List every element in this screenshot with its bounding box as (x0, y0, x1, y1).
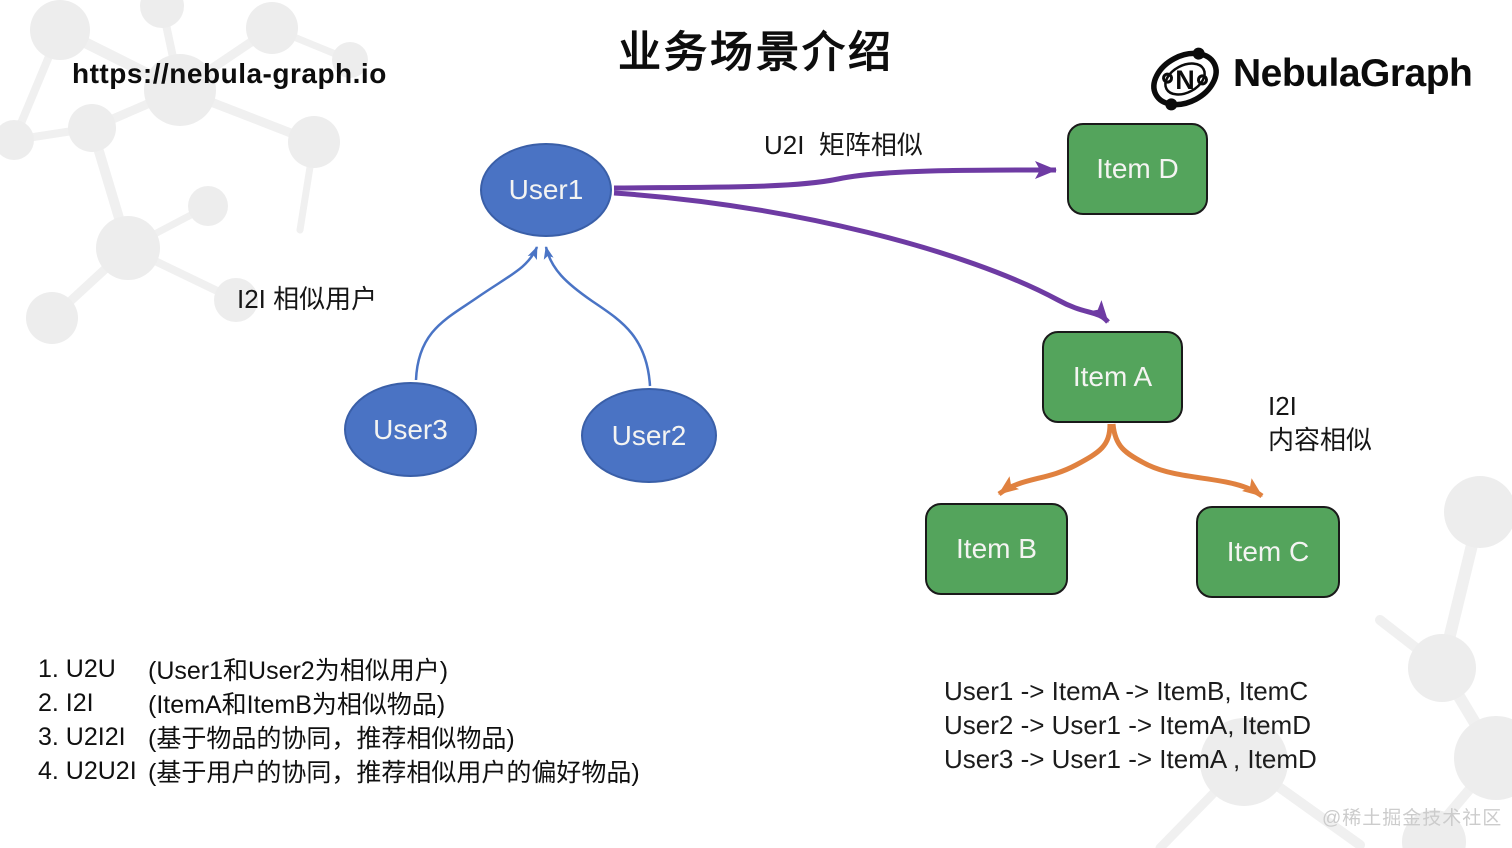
note-desc: (User1和User2为相似用户) (148, 657, 449, 685)
edge-label-i2i-item: I2I 内容相似 (1268, 389, 1372, 457)
note-item-1: 1. U2U (User1和User2为相似用户) (38, 652, 640, 686)
path-line-2: User2 -> User1 -> ItemA, ItemD (944, 710, 1311, 740)
nebulagraph-logo-icon: N (1146, 40, 1224, 118)
edge-user1-itemA (613, 190, 1110, 324)
edge-label-u2i: U2I 矩阵相似 (764, 130, 923, 160)
node-label: User1 (508, 174, 584, 205)
note-desc: (ItemA和ItemB为相似物品) (148, 691, 446, 719)
node-item-d: Item D (1067, 123, 1208, 215)
node-label: Item D (1096, 153, 1179, 184)
note-desc: (基于物品的协同，推荐相似物品) (148, 725, 515, 753)
edge-user3-user1 (414, 246, 539, 381)
logo-letter-n: N (1175, 65, 1195, 95)
note-item-2: 2. I2I (ItemA和ItemB为相似物品) (38, 686, 640, 720)
note-key: 2. I2I (38, 688, 94, 717)
edge-label-i2i-item-line2: 内容相似 (1268, 425, 1373, 455)
molecule-cluster-bottom-right (1155, 476, 1512, 848)
page-title: 业务场景介绍 (618, 29, 894, 77)
note-item-3: 3. U2I2I (基于物品的协同，推荐相似物品) (38, 720, 640, 754)
edge-label-i2i-user: I2I 相似用户 (237, 284, 378, 314)
node-label: User2 (611, 419, 687, 451)
recommendation-paths: User1 -> ItemA -> ItemB, ItemC User2 -> … (944, 674, 1317, 776)
note-desc: (基于用户的协同，推荐相似用户的偏好物品) (148, 759, 640, 787)
watermark: @稀土掘金技术社区 (1322, 808, 1503, 829)
path-line-3: User3 -> User1 -> ItemA , ItemD (944, 744, 1317, 774)
node-user2: User2 (581, 388, 717, 483)
node-user3: User3 (344, 382, 477, 477)
note-key: 4. U2U2I (38, 756, 137, 785)
edge-itemA-itemB (997, 423, 1113, 497)
node-item-b: Item B (925, 503, 1068, 595)
edge-user1-itemD (613, 161, 1057, 191)
note-item-4: 4. U2U2I (基于用户的协同，推荐相似用户的偏好物品) (38, 754, 640, 788)
path-line-1: User1 -> ItemA -> ItemB, ItemC (944, 676, 1309, 706)
note-key: 3. U2I2I (38, 722, 126, 751)
node-label: User3 (373, 413, 448, 445)
node-user1: User1 (480, 143, 612, 237)
edge-user2-user1 (543, 246, 652, 387)
node-item-c: Item C (1196, 506, 1340, 598)
node-item-a: Item A (1042, 331, 1183, 423)
node-label: Item C (1226, 536, 1310, 567)
molecule-cluster-top-left (0, 0, 368, 344)
site-url: https://nebula-graph.io (72, 58, 387, 89)
node-label: Item B (956, 533, 1037, 564)
note-key: 1. U2U (38, 654, 116, 683)
edge-itemA-itemC (1110, 423, 1264, 499)
brand-name: NebulaGraph (1233, 52, 1473, 95)
node-label: Item A (1072, 361, 1153, 392)
notes-list: 1. U2U (User1和User2为相似用户) 2. I2I (ItemA和… (38, 652, 640, 788)
edge-label-i2i-item-line1: I2I (1268, 391, 1297, 421)
